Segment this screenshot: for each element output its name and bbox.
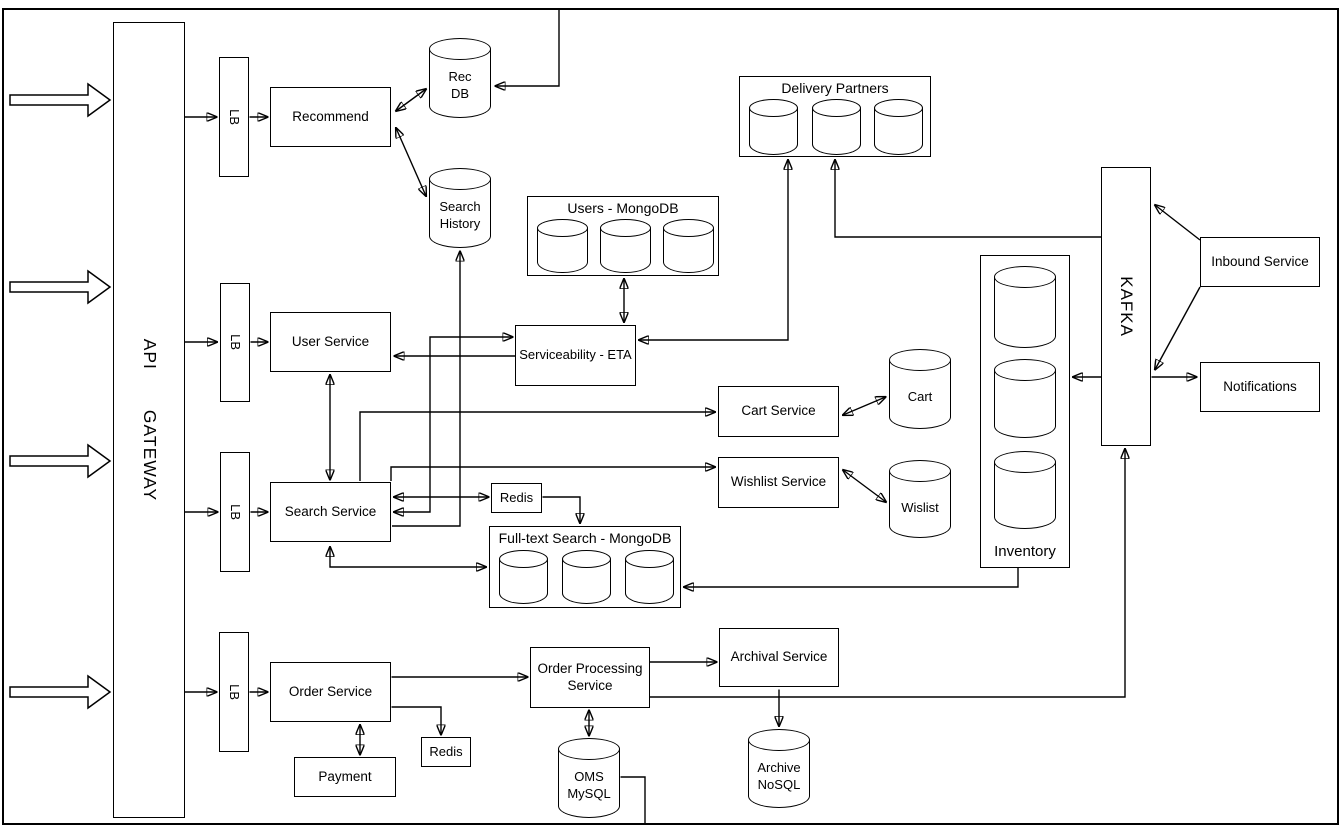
search-service-label: Search Service <box>284 503 377 519</box>
archive-nosql-label: Archive NoSQL <box>757 760 801 792</box>
fulltext-search-replica-cylinder <box>562 550 611 604</box>
inventory-cylinder <box>994 451 1056 529</box>
rec-db-label: Rec DB <box>448 69 472 101</box>
serviceability-eta-label: Serviceability - ETA <box>519 347 632 363</box>
api-gateway-label-line1: API <box>139 338 160 370</box>
recommend-service-node: Recommend <box>270 87 391 147</box>
fulltext-search-mongodb-title: Full-text Search - MongoDB <box>498 530 672 546</box>
recommend-label: Recommend <box>292 108 369 124</box>
cylinder-body <box>748 740 810 808</box>
fulltext-search-replica-cylinder <box>625 550 674 604</box>
oms-mysql-cylinder: OMS MySQL <box>558 738 620 818</box>
api-gateway-label-line2: GATEWAY <box>139 409 160 502</box>
cylinder-top-ellipse <box>558 738 620 760</box>
rec-db-cylinder: Rec DB <box>429 38 491 118</box>
archival-service-label: Archival Service <box>730 649 828 665</box>
search-history-label: Search History <box>439 199 481 231</box>
users-mongodb-replica-cylinder <box>537 219 588 273</box>
users-mongodb-title: Users - MongoDB <box>567 200 679 216</box>
wishlist-service-node: Wishlist Service <box>718 457 839 508</box>
archival-service-node: Archival Service <box>719 628 839 687</box>
api-gateway-label: API GATEWAY <box>138 339 160 501</box>
delivery-partners-container: Delivery Partners <box>739 76 931 157</box>
redis-order-label: Redis <box>429 743 463 759</box>
cylinder-top-ellipse <box>889 349 951 371</box>
notifications-label: Notifications <box>1223 378 1297 394</box>
oms-mysql-label: OMS MySQL <box>567 769 611 801</box>
kafka-label: KAFKA <box>1116 276 1136 337</box>
users-mongodb-container: Users - MongoDB <box>527 196 719 276</box>
inventory-title: Inventory <box>994 543 1056 560</box>
redis-order-node: Redis <box>421 737 471 767</box>
search-service-node: Search Service <box>270 482 391 542</box>
order-service-label: Order Service <box>288 683 373 699</box>
cylinder-top-ellipse <box>429 38 491 60</box>
load-balancer-3: LB <box>220 452 250 572</box>
fulltext-search-replica-cylinder <box>499 550 548 604</box>
serviceability-eta-node: Serviceability - ETA <box>515 325 636 386</box>
archive-nosql-cylinder: Archive NoSQL <box>748 729 810 808</box>
wishlist-service-label: Wishlist Service <box>730 474 827 490</box>
inbound-service-node: Inbound Service <box>1200 237 1320 287</box>
cylinder-top-ellipse <box>429 168 491 190</box>
user-service-node: User Service <box>270 312 391 372</box>
load-balancer-1: LB <box>219 57 249 177</box>
fulltext-search-mongodb-container: Full-text Search - MongoDB <box>489 526 681 608</box>
cart-service-node: Cart Service <box>718 386 839 437</box>
delivery-partners-title: Delivery Partners <box>781 80 889 96</box>
cylinder-top-ellipse <box>748 729 810 751</box>
cylinder-body <box>429 179 491 248</box>
order-processing-service-label: Order Processing Service <box>537 660 643 693</box>
redis-search-label: Redis <box>499 489 534 505</box>
search-history-cylinder: Search History <box>429 168 491 248</box>
cylinder-body <box>558 749 620 818</box>
cylinder-body <box>429 49 491 118</box>
user-service-label: User Service <box>291 333 370 349</box>
inventory-cylinder <box>994 266 1056 348</box>
diagram-border-frame <box>2 8 1339 825</box>
payment-node: Payment <box>294 757 396 797</box>
inventory-cylinder <box>994 359 1056 438</box>
cart-db-label: Cart <box>907 389 933 404</box>
delivery-partner-cylinder <box>812 99 861 155</box>
order-service-node: Order Service <box>270 662 391 722</box>
inventory-container: Inventory <box>980 255 1070 568</box>
delivery-partner-cylinder <box>874 99 923 155</box>
delivery-partner-cylinder <box>749 99 798 155</box>
cart-db-cylinder: Cart <box>889 349 951 429</box>
cylinder-top-ellipse <box>889 460 951 482</box>
wishlist-db-cylinder: Wislist <box>889 460 951 538</box>
kafka-node: KAFKA <box>1101 167 1151 446</box>
load-balancer-3-label: LB <box>228 504 244 520</box>
load-balancer-4-label: LB <box>227 684 243 700</box>
load-balancer-2: LB <box>220 283 250 402</box>
wishlist-db-label: Wislist <box>901 500 939 515</box>
api-gateway: API GATEWAY <box>113 22 185 818</box>
payment-label: Payment <box>318 768 372 784</box>
load-balancer-1-label: LB <box>227 109 243 125</box>
cart-service-label: Cart Service <box>741 403 816 419</box>
users-mongodb-replica-cylinder <box>663 219 714 273</box>
notifications-node: Notifications <box>1200 362 1320 412</box>
users-mongodb-replica-cylinder <box>600 219 651 273</box>
load-balancer-2-label: LB <box>228 334 244 351</box>
inbound-service-label: Inbound Service <box>1211 253 1309 269</box>
load-balancer-4: LB <box>219 632 249 752</box>
order-processing-service-node: Order Processing Service <box>530 647 650 708</box>
cylinder-body <box>889 360 951 429</box>
redis-search-node: Redis <box>491 483 542 513</box>
